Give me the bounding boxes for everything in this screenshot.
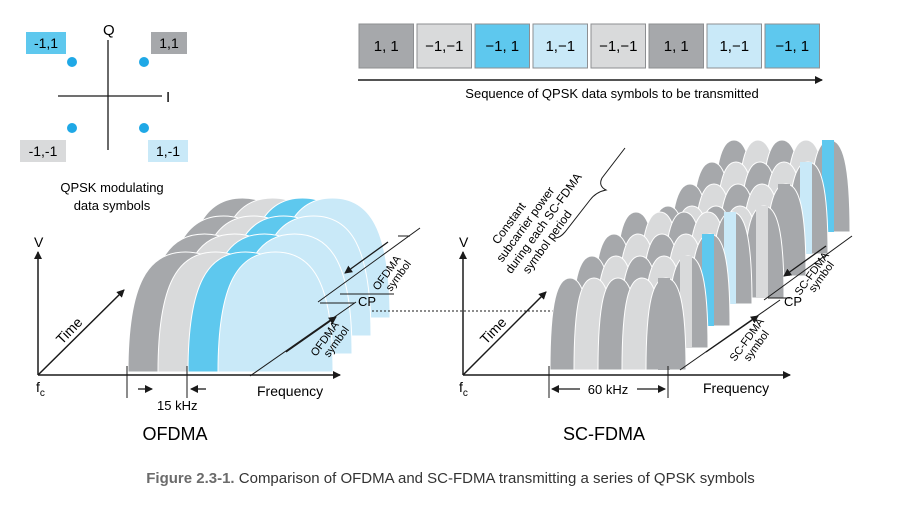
point-label-1-1: 1,1 [159, 35, 179, 51]
point-label-box-minus1-1 [26, 32, 66, 54]
sequence-symbol-label: 1, 1 [374, 38, 399, 55]
scfdma-cp-label: CP [784, 294, 802, 309]
scfdma-time-axis [462, 291, 547, 376]
ofdma-fc-label: fc [36, 379, 45, 399]
scfdma-symbol-stripe [658, 278, 670, 370]
point-label-box-1-1 [151, 32, 187, 54]
figure-caption: Figure 2.3-1. Comparison of OFDMA and SC… [0, 470, 901, 487]
scfdma-fc-label: fc [459, 379, 468, 399]
ofdma-freq-label: Frequency [257, 383, 323, 399]
ofdma-title: OFDMA [143, 424, 208, 444]
qpsk-caption-line2: data symbols [74, 198, 151, 213]
constellation-point [67, 123, 77, 133]
point-label-box-1-minus1 [148, 140, 188, 162]
sequence-symbol-box [532, 23, 588, 69]
ofdma-time-axis [37, 289, 125, 376]
ofdma-v-label: V [34, 234, 44, 250]
scfdma-bandwidth-label: 60 kHz [588, 382, 628, 397]
i-axis-label: I [166, 89, 170, 106]
sequence-symbol-label: 1,−1 [719, 38, 749, 55]
figure-caption-text: Comparison of OFDMA and SC-FDMA transmit… [238, 470, 755, 487]
sequence-symbol-box [416, 23, 472, 69]
qpsk-constellation: Q I -1,1 1,1 -1,-1 1,-1 QPSK modulating … [20, 22, 188, 213]
sequence-symbol-box [358, 23, 414, 69]
scfdma-freq-label: Frequency [703, 380, 769, 396]
sequence-symbol-label: −1, 1 [775, 38, 809, 55]
sequence-symbol-box [706, 23, 762, 69]
qpsk-caption-line1: QPSK modulating [60, 180, 163, 195]
point-label-box-minus1-minus1 [20, 140, 66, 162]
scfdma-power-brace [554, 147, 626, 239]
point-label-minus1-minus1: -1,-1 [29, 143, 58, 159]
sequence-symbol-box [764, 23, 820, 69]
q-axis-label: Q [103, 22, 115, 39]
ofdma-cp-label: CP [358, 294, 376, 309]
sequence-symbol-box [590, 23, 646, 69]
point-label-1-minus1: 1,-1 [156, 143, 180, 159]
sequence-symbol-label: −1, 1 [485, 38, 519, 55]
sequence-symbol-label: 1,−1 [545, 38, 575, 55]
sequence-symbol-label: −1,−1 [599, 38, 637, 55]
sequence-symbol-label: 1, 1 [664, 38, 689, 55]
symbol-sequence: 1, 1 −1,−1 −1, 1 1,−1 −1,−1 1, 1 1,−1 −1, 1 Seq… [358, 23, 823, 101]
sequence-label: Sequence of QPSK data symbols to be tran… [465, 86, 758, 101]
sequence-symbol-box [474, 23, 530, 69]
scfdma-plot: V Time fc Frequency 60 kHz Constant subc… [459, 139, 853, 444]
point-label-minus1-1: -1,1 [34, 35, 58, 51]
scfdma-time-label: Time [477, 314, 510, 347]
ofdma-time-label: Time [53, 314, 86, 347]
sequence-symbol-box [648, 23, 704, 69]
sequence-symbol-label: −1,−1 [425, 38, 463, 55]
figure-caption-label: Figure 2.3-1. [146, 470, 235, 487]
scfdma-symbol-stripe [756, 206, 768, 298]
ofdma-plot: V Time fc Frequency 15 kHz OFDMA symbol … [34, 197, 421, 444]
scfdma-title: SC-FDMA [563, 424, 645, 444]
constellation-point [67, 57, 77, 67]
constellation-point [139, 123, 149, 133]
ofdma-spacing-label: 15 kHz [157, 398, 197, 413]
constellation-point [139, 57, 149, 67]
scfdma-v-label: V [459, 234, 469, 250]
